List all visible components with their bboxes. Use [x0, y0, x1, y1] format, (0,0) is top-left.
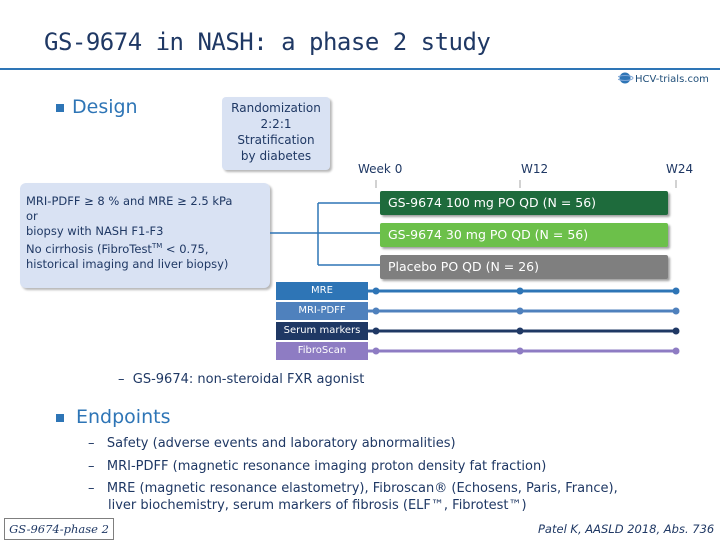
arm-label: Placebo PO QD (N = 26) [388, 259, 540, 274]
assessment-timepoint-marker [672, 347, 680, 355]
agonist-note: – GS-9674: non-steroidal FXR agonist [118, 372, 365, 387]
assessment-timepoint-marker [372, 347, 380, 355]
week-24-label: W24 [666, 162, 694, 176]
assessment-timepoint-marker [372, 307, 380, 315]
criteria-line: biopsy with NASH F1-F3 [26, 224, 164, 238]
endpoint-text: Safety (adverse events and laboratory ab… [106, 436, 456, 451]
footer-slide-tag: GS-9674-phase 2 [4, 518, 114, 540]
assessment-timepoint-marker [672, 287, 680, 295]
criteria-text: < 0.75, [162, 241, 209, 256]
stratification-label: Stratification [237, 133, 315, 147]
week-0-label: Week 0 [358, 162, 403, 176]
criteria-line: No cirrhosis (FibroTestTM < 0.75, [26, 239, 270, 257]
title-divider [0, 68, 720, 70]
assessment-label-fibroscan: FibroScan [276, 342, 368, 360]
arm-gs9674-100mg: GS-9674 100 mg PO QD (N = 56) [380, 191, 668, 215]
endpoint-text: MRE (magnetic resonance elastometry), Fi… [106, 481, 618, 496]
criteria-line: historical imaging and liver biopsy) [26, 256, 229, 271]
endpoint-item: – Safety (adverse events and laboratory … [88, 436, 456, 451]
endpoint-item-continued: liver biochemistry, serum markers of fib… [108, 498, 527, 513]
randomization-ratio: 2:2:1 [260, 117, 292, 131]
randomization-box: Randomization 2:2:1 Stratification by di… [222, 97, 330, 170]
arm-gs9674-30mg: GS-9674 30 mg PO QD (N = 56) [380, 223, 668, 247]
endpoints-heading: Endpoints [76, 406, 171, 428]
assessment-label-mri-pdff: MRI-PDFF [276, 302, 368, 320]
week-12-label: W12 [521, 162, 549, 176]
page-title: GS-9674 in NASH: a phase 2 study [44, 28, 491, 56]
assessment-label-mre: MRE [276, 282, 368, 300]
criteria-line: or [26, 209, 38, 223]
assessment-timepoint-marker [516, 327, 524, 335]
endpoints-bullet-icon [56, 414, 64, 422]
criteria-line: MRI-PDFF ≥ 8 % and MRE ≥ 2.5 kPa [26, 194, 233, 208]
endpoint-item: – MRE (magnetic resonance elastometry), … [88, 481, 618, 496]
stratification-factor: by diabetes [240, 149, 312, 163]
footer-citation: Patel K, AASLD 2018, Abs. 736 [538, 522, 715, 536]
assessment-timepoint-marker [516, 287, 524, 295]
arm-label: GS-9674 100 mg PO QD (N = 56) [388, 195, 597, 210]
criteria-text: No cirrhosis (FibroTest [26, 241, 152, 256]
arm-label: GS-9674 30 mg PO QD (N = 56) [388, 227, 589, 242]
endpoint-text: MRI-PDFF (magnetic resonance imaging pro… [106, 459, 542, 474]
assessment-timepoint-marker [516, 347, 524, 355]
endpoint-item: – MRI-PDFF (magnetic resonance imaging p… [88, 459, 547, 474]
assessment-timepoint-marker [672, 327, 680, 335]
design-heading: Design [72, 96, 138, 118]
logo-text: HCV-trials.com [635, 74, 709, 85]
assessment-timepoint-marker [372, 327, 380, 335]
agonist-note-text: GS-9674: non-steroidal FXR agonist [132, 372, 365, 387]
assessment-timepoint-marker [372, 287, 380, 295]
assessment-timepoint-marker [672, 307, 680, 315]
design-bullet-icon [56, 104, 64, 112]
arm-placebo: Placebo PO QD (N = 26) [380, 255, 668, 279]
trademark-superscript: TM [151, 242, 163, 250]
assessment-label-serum-markers: Serum markers [276, 322, 368, 340]
assessment-timepoint-marker [516, 307, 524, 315]
inclusion-criteria-box: MRI-PDFF ≥ 8 % and MRE ≥ 2.5 kPa or biop… [20, 183, 270, 288]
randomization-label: Randomization [231, 101, 321, 115]
